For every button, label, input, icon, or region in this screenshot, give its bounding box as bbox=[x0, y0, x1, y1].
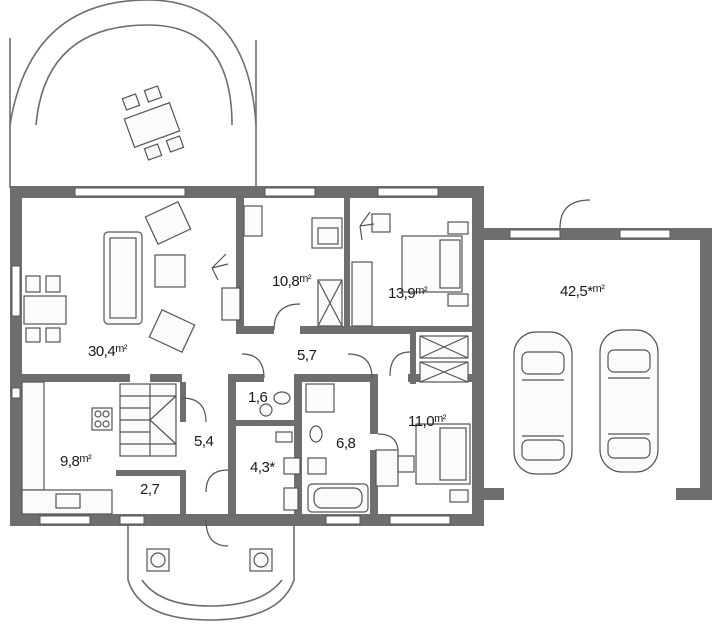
porch bbox=[127, 526, 295, 621]
living-furniture bbox=[23, 201, 241, 353]
stairs bbox=[119, 383, 177, 457]
bathroom-fixtures bbox=[259, 383, 369, 513]
door-swings bbox=[181, 199, 591, 547]
room-label-bath-small: 4,3* bbox=[250, 459, 275, 476]
bedroom-1-furniture bbox=[243, 205, 343, 327]
windows bbox=[11, 187, 671, 525]
plant-icon bbox=[211, 253, 229, 281]
storage bbox=[419, 335, 469, 383]
interior-walls bbox=[22, 196, 472, 524]
car-icon bbox=[599, 329, 659, 473]
terrace-table-set bbox=[121, 85, 185, 161]
kitchen-furniture bbox=[21, 381, 113, 515]
room-label-garage: 42,5*m² bbox=[560, 283, 605, 300]
room-label-entrance: 5,4 bbox=[194, 433, 214, 450]
room-labels: 30,4m² 10,8m² 13,9m² 42,5*m² 5,7 9,8m² 1… bbox=[60, 273, 606, 498]
bedroom-2-furniture bbox=[351, 211, 469, 327]
room-label-vestibule: 2,7 bbox=[140, 481, 160, 498]
car-icon bbox=[513, 331, 573, 475]
room-label-bathroom: 6,8 bbox=[336, 435, 356, 452]
room-label-living: 30,4m² bbox=[88, 343, 128, 360]
room-label-hall: 5,7 bbox=[297, 347, 317, 364]
room-label-wc: 1,6 bbox=[248, 389, 268, 406]
plant-icon bbox=[359, 211, 375, 241]
room-label-bedroom-2: 13,9m² bbox=[388, 285, 428, 302]
terrace bbox=[9, 0, 257, 189]
room-label-kitchen: 9,8m² bbox=[60, 453, 92, 470]
room-label-bedroom-3: 11,0m² bbox=[408, 413, 447, 430]
room-label-bedroom-1: 10,8m² bbox=[272, 273, 312, 290]
bedroom-3-furniture bbox=[375, 423, 471, 503]
